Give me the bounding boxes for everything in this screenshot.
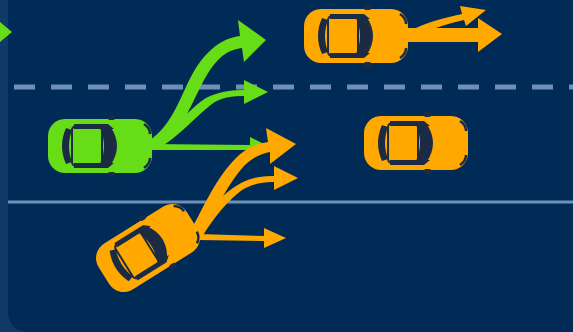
other-car-top-right	[304, 5, 408, 67]
ego-car	[48, 115, 152, 177]
other-car-middle-right	[364, 112, 468, 174]
